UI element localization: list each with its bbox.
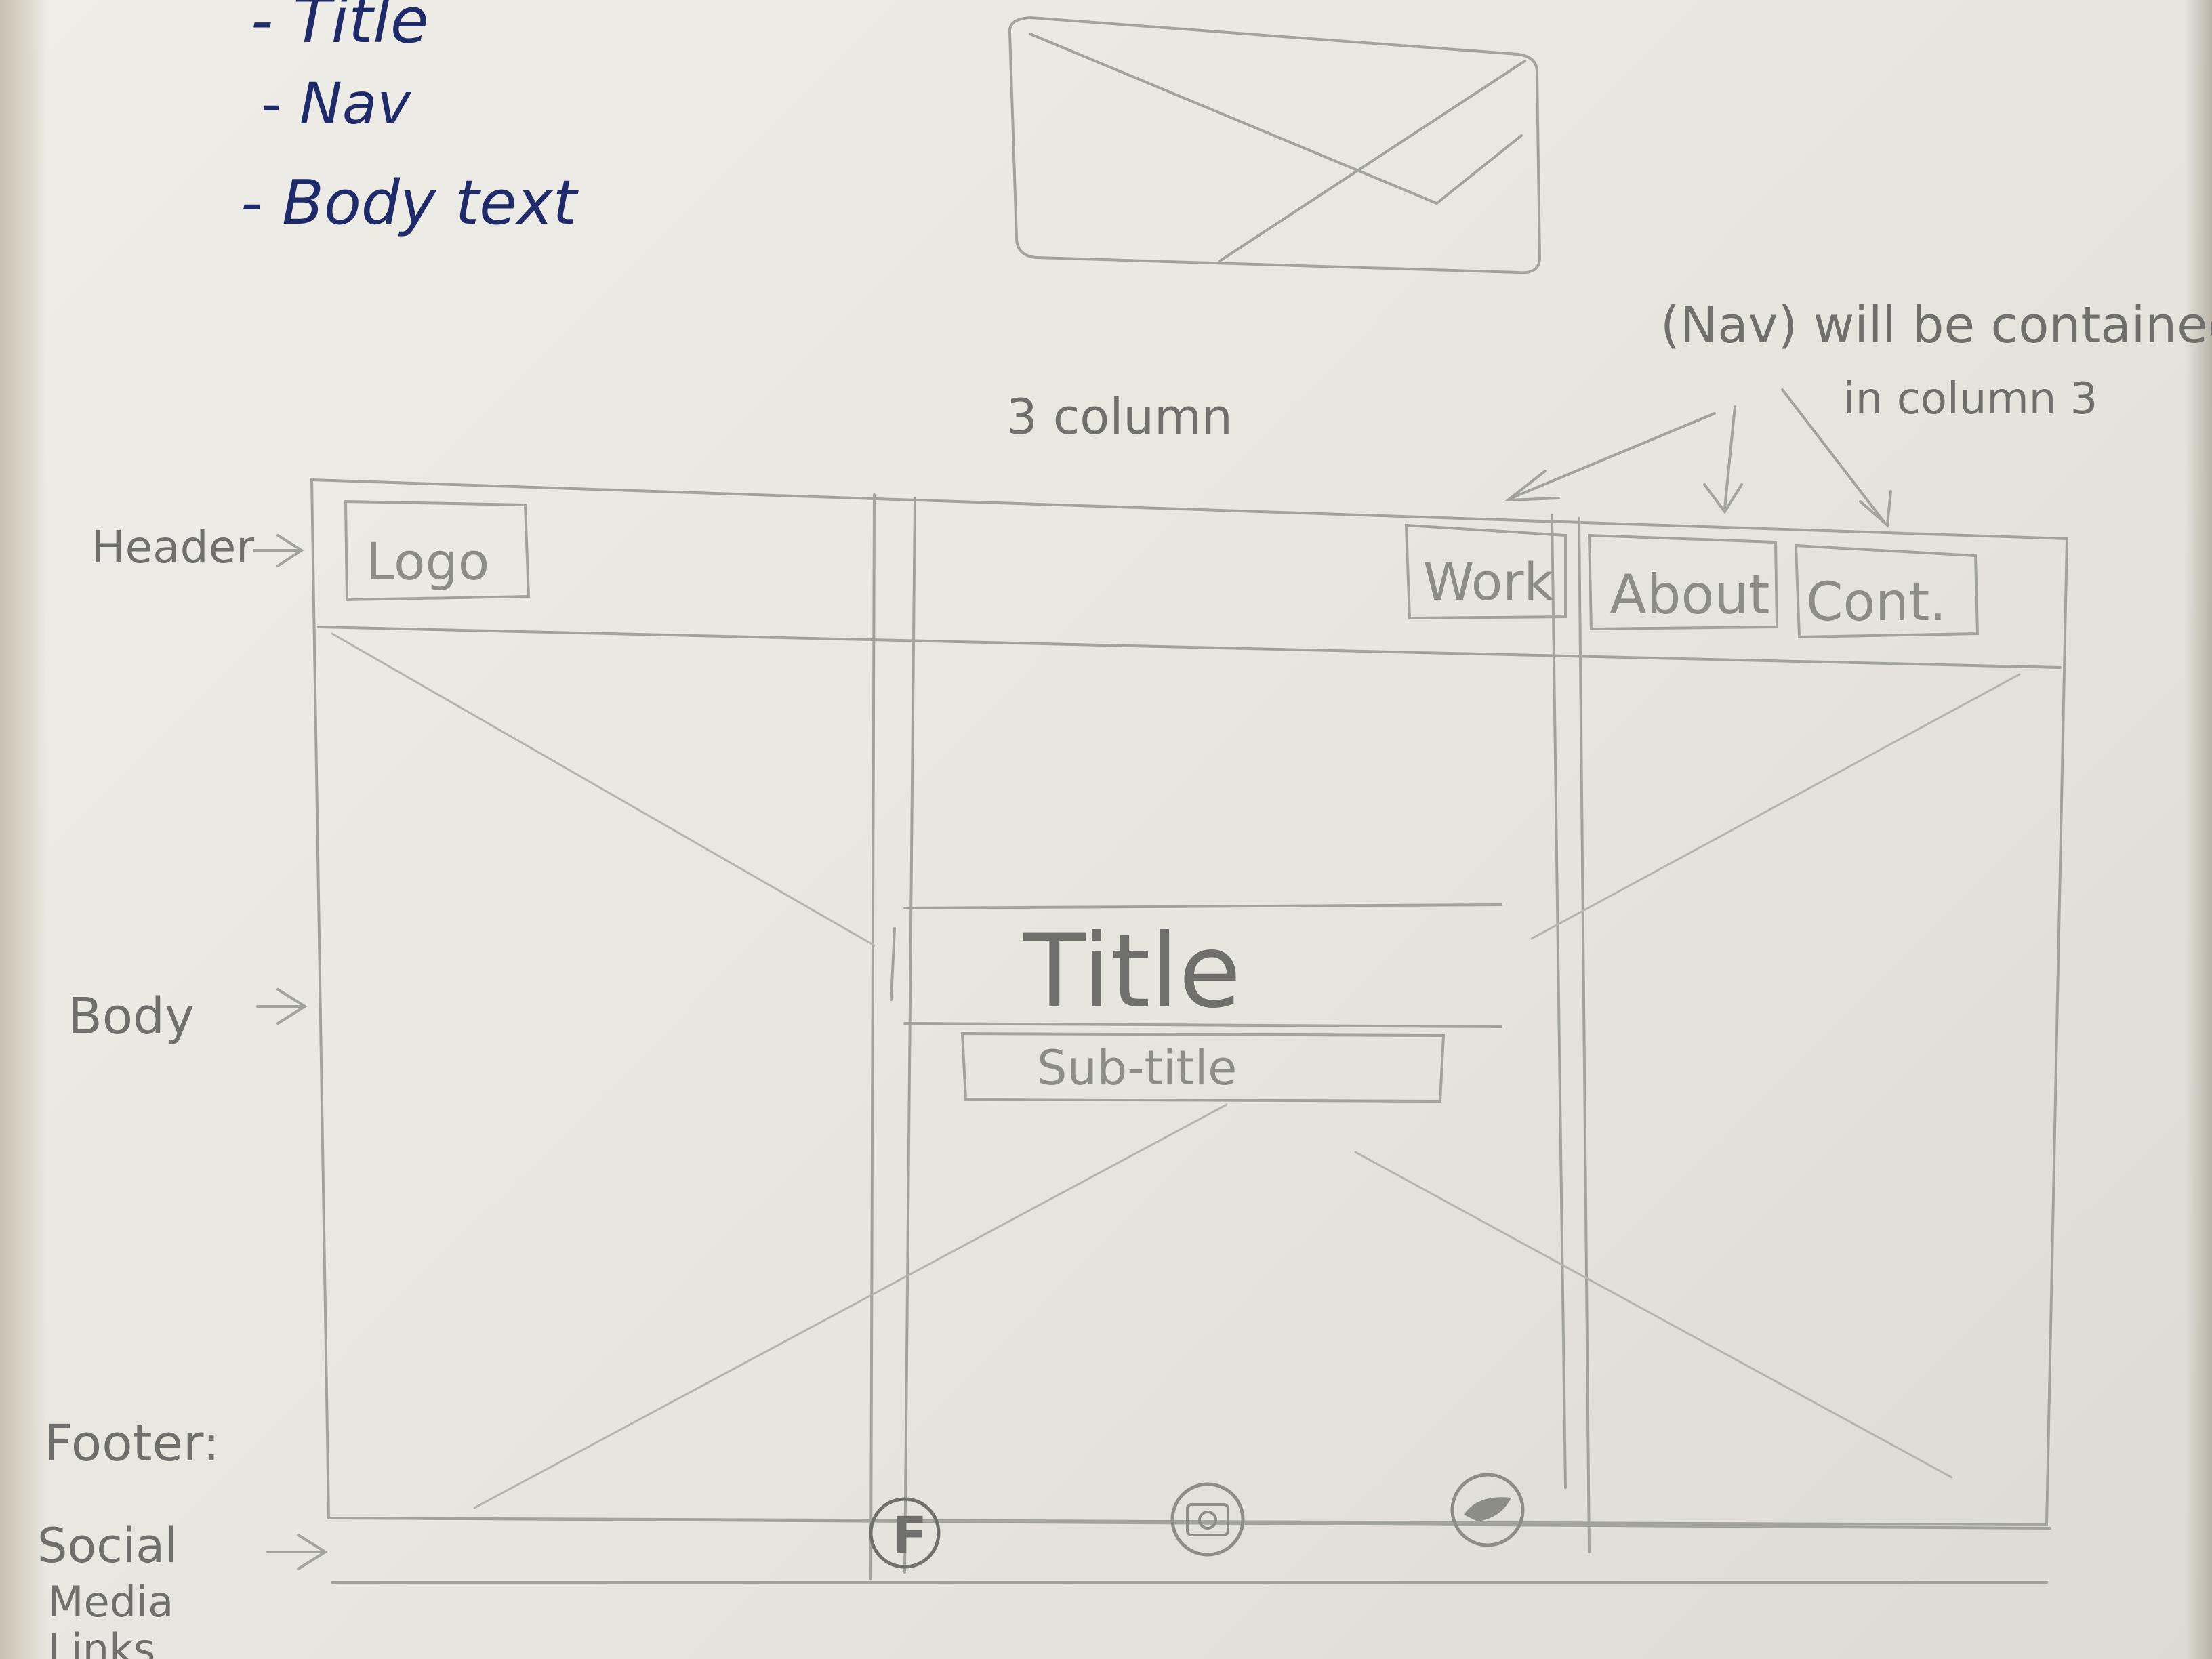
facebook-glyph: F [892, 1505, 927, 1565]
nav-item-about-label: About [1610, 563, 1770, 626]
note-nav-item: - Nav [261, 70, 411, 137]
nav-item-work[interactable]: Work [1404, 523, 1567, 620]
note-title-item: - Title [251, 0, 428, 57]
body-label: Body [68, 987, 194, 1046]
logo-label: Logo [366, 531, 489, 592]
social-links: F [869, 1473, 1525, 1569]
columns-note: 3 column [1006, 388, 1233, 445]
nav-note-arrows [1503, 388, 1892, 529]
nav-menu: Work About Cont. [1404, 523, 1980, 639]
social-label-1: Social [37, 1518, 178, 1574]
image-placeholder-sketch [1008, 16, 1542, 274]
nav-note-line-2: in column 3 [1843, 374, 2097, 424]
hero-text-block: Title Sub-title [890, 903, 1502, 1103]
header-label: Header [91, 521, 255, 573]
facebook-icon[interactable]: F [869, 1497, 941, 1569]
page-edge [2185, 0, 2212, 1659]
header-annotation: Header [91, 521, 304, 573]
wireframe-frame [310, 478, 2069, 1584]
nav-item-about[interactable]: About [1587, 533, 1779, 631]
social-label-2: Media [47, 1577, 173, 1626]
nav-note-line-1: (Nav) will be contained [1660, 296, 2212, 354]
nav-item-contact[interactable]: Cont. [1794, 544, 1980, 639]
body-annotation: Body [68, 987, 308, 1046]
bird-icon[interactable] [1450, 1473, 1525, 1547]
footer-annotation: Footer: Social Media Links [37, 1414, 328, 1659]
camera-icon[interactable] [1170, 1482, 1245, 1557]
notebook-spine [0, 0, 47, 1659]
hero-title: Title [1023, 913, 1241, 1031]
hero-subtitle: Sub-title [1037, 1040, 1237, 1096]
logo-box[interactable]: Logo [344, 499, 531, 602]
social-label-3: Links [47, 1624, 155, 1659]
note-body-text-item: - Body text [241, 167, 579, 239]
footer-label: Footer: [44, 1414, 220, 1473]
nav-item-contact-label: Cont. [1806, 572, 1946, 633]
nav-item-work-label: Work [1423, 552, 1553, 612]
